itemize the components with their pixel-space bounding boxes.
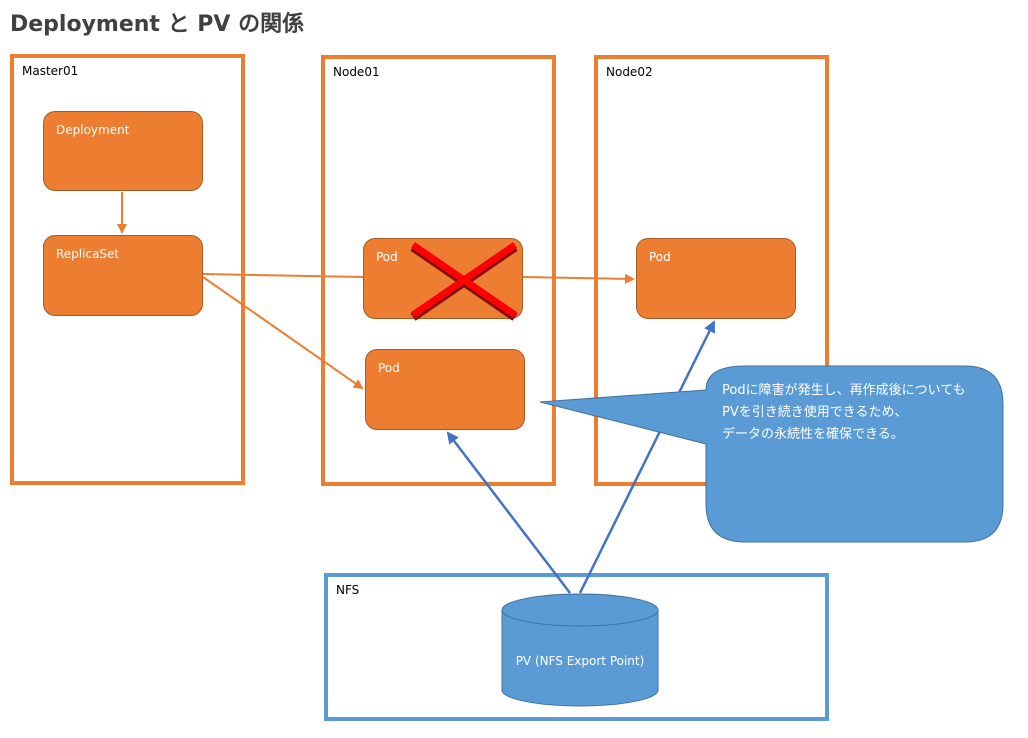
callout-line: Podに障害が発生し、再作成後についても — [722, 383, 966, 398]
deployment-label: Deployment — [56, 123, 130, 137]
page-title: Deployment と PV の関係 — [10, 12, 305, 37]
replicaset-label: ReplicaSet — [56, 247, 120, 261]
failure-cross-icon — [410, 242, 518, 321]
pv-to-node02-pod-arrow — [578, 320, 716, 594]
nfs-label: NFS — [336, 583, 360, 597]
pod-node01-box: Pod — [365, 349, 525, 430]
pod-node02-box: Pod — [636, 238, 796, 319]
master-node-frame: Master01 — [10, 54, 245, 485]
callout-text: Podに障害が発生し、再作成後についても PVを引き続き使用できるため、 データ… — [722, 380, 992, 446]
failed-pod-to-node02-pod-arrow — [522, 273, 635, 284]
node01-label: Node01 — [333, 65, 380, 79]
callout-line: PVを引き続き使用できるため、 — [722, 405, 908, 420]
replicaset-to-node01-pod-arrow — [202, 276, 364, 390]
pv-cylinder-icon — [501, 593, 659, 707]
node02-label: Node02 — [606, 65, 653, 79]
pod-node01-label: Pod — [378, 361, 400, 375]
pv-label: PV (NFS Export Point) — [515, 654, 645, 668]
callout-balloon — [539, 365, 1004, 543]
pod-node02-label: Pod — [649, 250, 671, 264]
pv-to-node01-pod-arrow — [446, 431, 571, 594]
replicaset-box: ReplicaSet — [43, 235, 203, 316]
callout-line: データの永続性を確保できる。 — [722, 427, 904, 442]
nfs-frame: NFS — [324, 573, 829, 721]
replicaset-to-failed-pod-arrow — [202, 273, 364, 278]
master-node-label: Master01 — [22, 64, 79, 78]
node01-frame: Node01 — [321, 55, 556, 486]
pod-failed-label: Pod — [376, 250, 398, 264]
deployment-box: Deployment — [43, 111, 203, 191]
